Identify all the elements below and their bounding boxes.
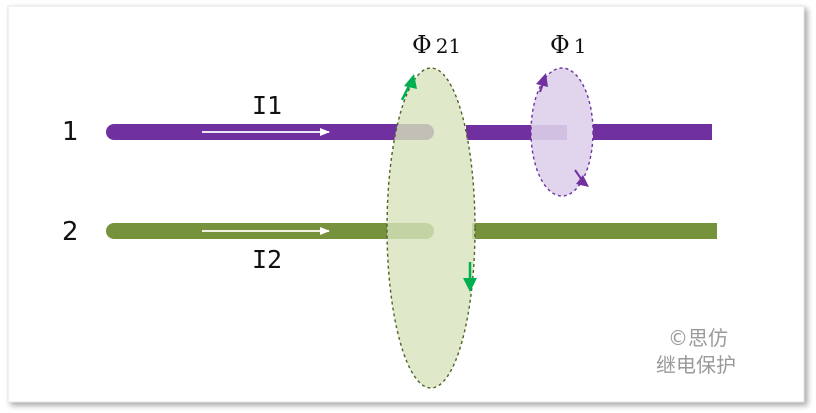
flux-21-arrow-top-icon [404,74,417,89]
flux-1-subscript: 1 [574,34,587,58]
flux-21-subscript: 21 [436,34,461,58]
flux-1-symbol: Φ [550,31,570,59]
watermark-line-1: ©思仿 [668,326,728,350]
current-1-label: I1 [252,91,282,120]
wire-2-right-segment [472,223,717,239]
flux-1-arrow-top-icon [536,73,548,87]
current-2-label: I2 [252,245,282,274]
flux-1-loop [530,67,594,197]
wire-1-number: 1 [62,117,79,147]
flux-1-arrow-bottom-icon [576,175,589,187]
flux-21-arrow-bottom-icon [463,278,477,292]
flux-21-loop [386,67,476,389]
flux-21-symbol: Φ [412,31,432,59]
watermark-line-2: 继电保护 [656,353,736,377]
wire-2-number: 2 [62,217,79,247]
wire-1-right-segment [593,124,712,140]
